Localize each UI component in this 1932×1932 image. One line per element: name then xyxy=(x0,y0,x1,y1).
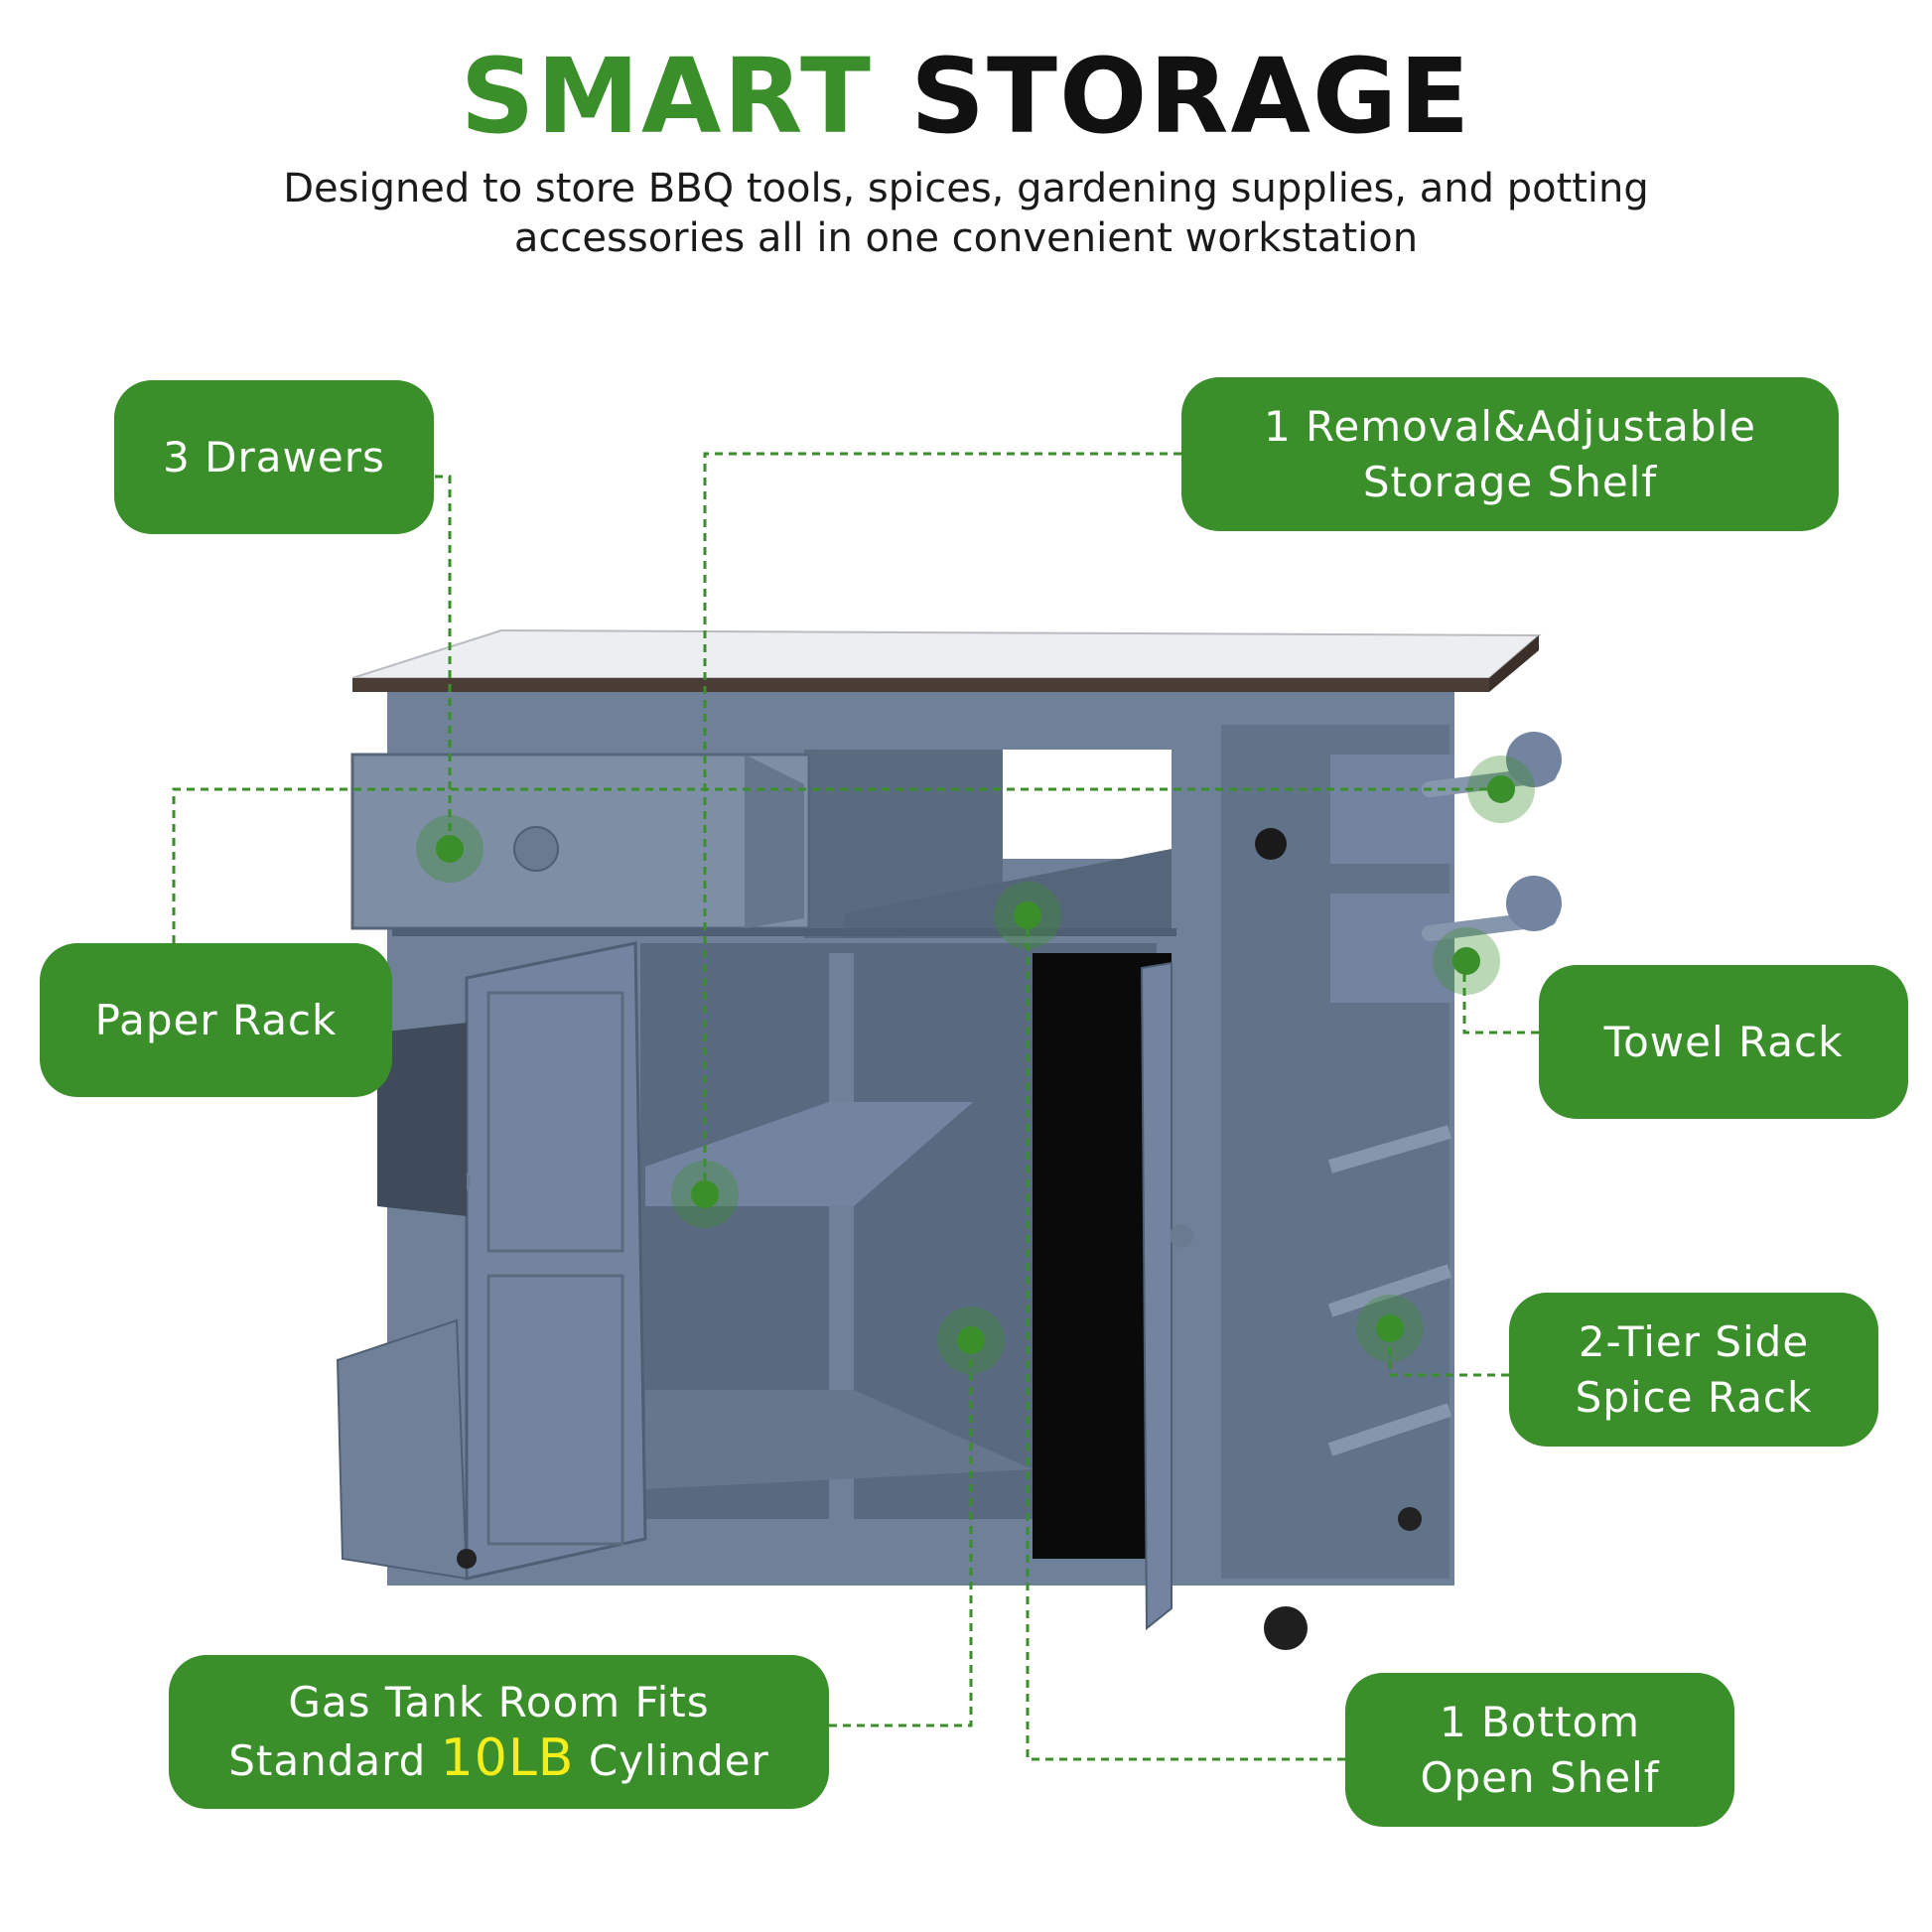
callout-spice-rack-line-1: 2-Tier Side xyxy=(1578,1316,1810,1366)
gas-line-2-post: Cylinder xyxy=(588,1736,769,1785)
callout-drawers: 3 Drawers xyxy=(114,380,434,534)
callout-towel-rack: Towel Rack xyxy=(1539,965,1908,1119)
drawer-knob xyxy=(513,826,559,872)
callout-spice-rack-line-2: Spice Rack xyxy=(1575,1372,1813,1422)
callout-gas-tank-line-1: Gas Tank Room Fits xyxy=(288,1678,710,1726)
callout-towel-rack-text: Towel Rack xyxy=(1603,1017,1844,1066)
bottle-opener xyxy=(1255,828,1287,860)
page-title: SMART STORAGE xyxy=(0,40,1932,153)
subtitle-line-2: accessories all in one convenient workst… xyxy=(513,215,1419,261)
right-door xyxy=(1140,961,1173,1631)
callout-gas-tank-line-2: Standard 10LB Cylinder xyxy=(228,1730,769,1789)
callout-bottom-shelf: 1 Bottom Open Shelf xyxy=(1345,1673,1734,1827)
callout-storage-shelf: 1 Removal&Adjustable Storage Shelf xyxy=(1181,377,1839,531)
left-door xyxy=(465,941,647,1581)
subtitle-line-1: Designed to store BBQ tools, spices, gar… xyxy=(283,166,1649,211)
callout-paper-rack-text: Paper Rack xyxy=(94,995,338,1044)
callout-drawers-text: 3 Drawers xyxy=(163,432,385,482)
callout-markers xyxy=(416,756,1535,1374)
gas-capacity-highlight: 10LB xyxy=(440,1728,575,1788)
callout-gas-tank: Gas Tank Room Fits Standard 10LB Cylinde… xyxy=(169,1655,829,1809)
callout-storage-shelf-line-1: 1 Removal&Adjustable xyxy=(1263,401,1757,451)
page-subtitle: Designed to store BBQ tools, spices, gar… xyxy=(159,164,1773,263)
title-smart: SMART xyxy=(460,36,873,157)
top-drawer xyxy=(350,753,811,930)
stainless-countertop xyxy=(351,628,1542,679)
callout-bottom-shelf-line-2: Open Shelf xyxy=(1420,1752,1660,1802)
callout-paper-rack: Paper Rack xyxy=(40,943,392,1097)
gas-line-2-pre: Standard xyxy=(228,1736,427,1785)
callout-bottom-shelf-line-1: 1 Bottom xyxy=(1439,1697,1641,1746)
callout-storage-shelf-line-2: Storage Shelf xyxy=(1362,457,1658,506)
callout-spice-rack: 2-Tier Side Spice Rack xyxy=(1509,1293,1878,1447)
title-storage: STORAGE xyxy=(910,36,1472,157)
